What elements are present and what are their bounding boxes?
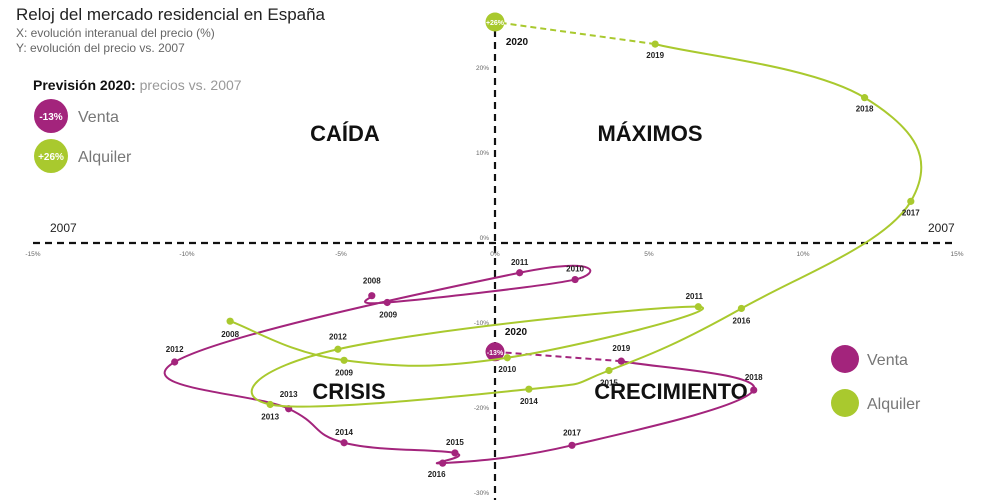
year-label: 2017 — [563, 428, 581, 437]
x-tick-label: 0% — [490, 251, 500, 258]
data-point — [368, 292, 376, 300]
x-axis-description: X: evolución interanual del precio (%) — [16, 26, 215, 40]
forecast-badge-label: Alquiler — [78, 149, 132, 166]
quadrant-label: CRECIMIENTO — [594, 379, 748, 404]
year-label: 2019 — [612, 344, 630, 353]
data-point — [171, 358, 179, 366]
year-label: 2019 — [646, 51, 664, 60]
year-label: 2014 — [520, 397, 538, 406]
year-label: 2016 — [428, 470, 446, 479]
data-point — [694, 303, 702, 311]
x-tick-label: -15% — [25, 251, 40, 258]
year-label: 2018 — [856, 105, 874, 114]
forecast-point — [485, 342, 505, 362]
forecast-dashed-line — [494, 21, 656, 46]
quadrant-label: CRISIS — [312, 379, 385, 404]
year-label: 2011 — [686, 292, 704, 301]
data-point — [861, 94, 869, 102]
year-label: 2012 — [166, 345, 184, 354]
year-label: 2013 — [261, 413, 279, 422]
forecast-dashed-line — [494, 350, 622, 363]
baseline-label-left: 2007 — [50, 221, 77, 235]
data-point — [605, 366, 613, 375]
forecast-title: Previsión 2020: — [33, 77, 136, 93]
y-axis-description: Y: evolución del precio vs. 2007 — [16, 41, 185, 55]
forecast-year-label-venta: 2020 — [505, 327, 528, 338]
x-tick-label: -10% — [179, 251, 194, 258]
data-point — [750, 386, 758, 394]
forecast-badge-text: +26% — [486, 20, 505, 27]
year-label: 2011 — [511, 258, 529, 267]
forecast-badge-label: Venta — [78, 109, 119, 126]
year-label: 2017 — [902, 208, 920, 217]
data-point — [568, 441, 576, 449]
legend-label: Venta — [867, 352, 908, 369]
forecast-badge-venta — [34, 99, 68, 133]
forecast-subtitle: precios vs. 2007 — [139, 77, 242, 93]
year-label: 2016 — [733, 316, 751, 325]
data-point — [525, 385, 533, 393]
legend-label: Alquiler — [867, 396, 921, 413]
x-tick-label: 10% — [796, 251, 809, 258]
forecast-badge-alquiler — [34, 139, 68, 173]
data-point — [503, 354, 511, 362]
data-point — [226, 317, 234, 325]
data-point — [383, 298, 391, 307]
year-label: 2010 — [566, 265, 584, 274]
year-label: 2015 — [446, 438, 464, 447]
legend-swatch-venta — [831, 345, 859, 373]
forecast-badge-value: -13% — [39, 112, 62, 123]
data-point — [651, 40, 659, 48]
data-point — [266, 400, 274, 409]
year-label: 2008 — [221, 330, 239, 339]
y-tick-label: -30% — [474, 490, 489, 497]
data-point — [907, 197, 915, 205]
data-point — [334, 345, 342, 353]
data-point — [451, 449, 459, 457]
quadrant-label: MÁXIMOS — [597, 121, 702, 146]
data-point — [737, 304, 746, 313]
year-label: 2009 — [379, 311, 397, 320]
year-label: 2014 — [335, 428, 353, 437]
data-point — [617, 357, 625, 365]
quadrant-label: CAÍDA — [310, 121, 380, 146]
y-tick-label: -10% — [474, 320, 489, 327]
x-tick-label: 15% — [950, 251, 963, 258]
baseline-label-right: 2007 — [928, 221, 955, 235]
x-tick-label: 5% — [644, 251, 654, 258]
y-tick-label: 20% — [476, 65, 489, 72]
legend-swatch-alquiler — [831, 389, 859, 417]
forecast-badge-text: -13% — [487, 350, 504, 357]
data-point — [516, 269, 524, 277]
forecast-year-label-alquiler: 2020 — [506, 37, 529, 48]
data-point — [439, 459, 447, 467]
data-point — [340, 439, 348, 447]
y-tick-label: 10% — [476, 150, 489, 157]
forecast-point — [485, 12, 505, 32]
year-label: 2012 — [329, 332, 347, 341]
y-tick-label: 0% — [480, 235, 490, 242]
year-label: 2015 — [600, 379, 618, 388]
series-line-alquiler — [229, 43, 923, 408]
year-label: 2013 — [280, 390, 298, 399]
year-label: 2009 — [335, 368, 353, 377]
chart-title: Reloj del mercado residencial en España — [16, 5, 326, 24]
year-label: 2018 — [745, 373, 763, 382]
x-tick-label: -5% — [335, 251, 347, 258]
year-label: 2010 — [498, 365, 516, 374]
data-point — [340, 356, 348, 364]
data-point — [571, 275, 579, 284]
forecast-heading: Previsión 2020: precios vs. 2007 — [33, 77, 242, 93]
year-label: 2008 — [363, 277, 381, 286]
y-tick-label: -20% — [474, 405, 489, 412]
forecast-badge-value: +26% — [38, 152, 64, 163]
